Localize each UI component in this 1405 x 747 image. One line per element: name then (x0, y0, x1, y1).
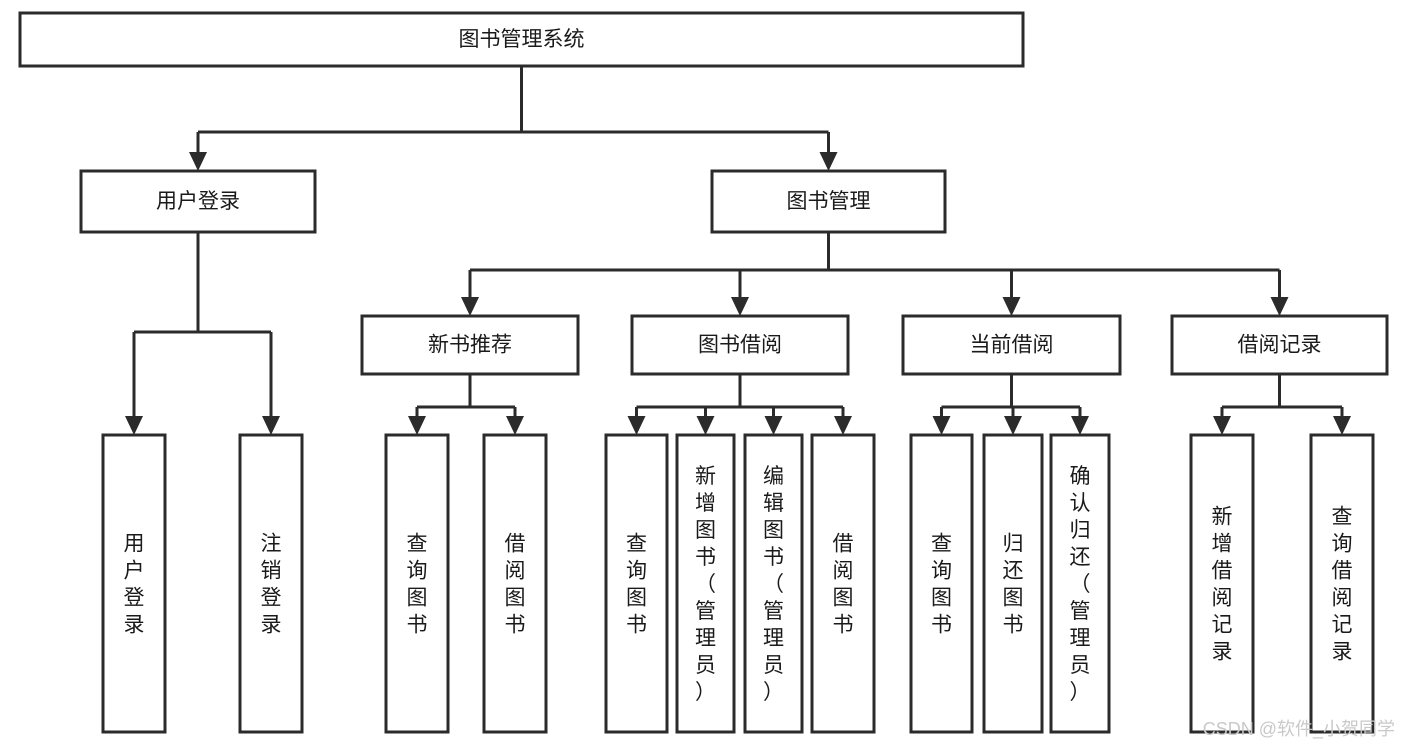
node-leaf-query-record-box (1309, 433, 1375, 734)
node-leaf-logout-label: 注销登录 (261, 533, 282, 637)
conn-new-book-recommend-arrow-1 (506, 416, 524, 435)
node-leaf-logout-box (238, 433, 304, 734)
node-user-login-box (79, 169, 317, 234)
node-leaf-add-book-box (675, 433, 736, 734)
conn-book-management-arrow-0 (461, 297, 479, 316)
node-root-label: 图书管理系统 (459, 28, 585, 51)
conn-current-borrow-arrow-0 (932, 416, 951, 435)
conn-new-book-recommend-arrow-0 (408, 416, 426, 435)
node-leaf-add-book-label: 新增图书（管理员） (695, 465, 716, 704)
conn-book-borrow-arrow-0 (627, 416, 646, 435)
node-borrow-record-label: 借阅记录 (1238, 334, 1322, 357)
conn-user-login-arrow-0 (125, 416, 143, 435)
conn-book-borrow-arrow-3 (834, 416, 852, 435)
node-root-box (18, 11, 1025, 68)
node-leaf-borrow-book-box (810, 433, 876, 734)
node-leaf-query-book-current[interactable]: 查询图书 (909, 433, 974, 734)
node-leaf-query-book-recommend[interactable]: 查询图书 (384, 433, 450, 734)
node-leaf-query-book-current-box (909, 433, 974, 734)
node-leaf-return-book[interactable]: 归还图书 (982, 433, 1044, 734)
conn-book-management-arrow-3 (1270, 297, 1289, 316)
node-leaf-borrow-book-recommend-label: 借阅图书 (505, 533, 526, 637)
node-leaf-return-book-box (982, 433, 1044, 734)
node-current-borrow-label: 当前借阅 (970, 334, 1054, 357)
node-leaf-borrow-book-recommend[interactable]: 借阅图书 (482, 433, 548, 734)
conn-book-management-arrow-1 (731, 297, 749, 316)
node-leaf-add-record[interactable]: 新增借阅记录 (1189, 433, 1255, 734)
node-new-book-recommend-label: 新书推荐 (428, 334, 512, 357)
node-leaf-query-book-borrow-box (604, 433, 669, 734)
node-new-book-recommend[interactable]: 新书推荐 (360, 314, 580, 376)
conn-user-login-arrow-1 (262, 416, 280, 435)
node-leaf-edit-book-box (743, 433, 804, 734)
nodes-layer: 图书管理系统用户登录图书管理新书推荐图书借阅当前借阅借阅记录用户登录注销登录查询… (18, 11, 1389, 734)
node-leaf-add-record-label: 新增借阅记录 (1212, 506, 1233, 664)
node-leaf-query-record-label: 查询借阅记录 (1332, 506, 1353, 664)
node-book-borrow-label: 图书借阅 (698, 334, 782, 357)
node-leaf-return-book-label: 归还图书 (1003, 533, 1024, 637)
node-leaf-add-record-box (1189, 433, 1255, 734)
node-new-book-recommend-box (360, 314, 580, 376)
node-leaf-query-book-borrow-label: 查询图书 (626, 533, 647, 637)
node-user-login-label: 用户登录 (156, 190, 240, 213)
node-current-borrow[interactable]: 当前借阅 (901, 314, 1122, 376)
node-book-borrow[interactable]: 图书借阅 (630, 314, 850, 376)
node-leaf-user-login-label: 用户登录 (124, 533, 145, 637)
conn-root-arrow-1 (819, 152, 838, 171)
conn-current-borrow-arrow-1 (1004, 416, 1022, 435)
node-book-management-label: 图书管理 (787, 190, 871, 213)
node-leaf-borrow-book[interactable]: 借阅图书 (810, 433, 876, 734)
node-leaf-query-book-recommend-box (384, 433, 450, 734)
node-leaf-user-login-box (101, 433, 167, 734)
node-current-borrow-box (901, 314, 1122, 376)
node-book-management[interactable]: 图书管理 (710, 169, 947, 234)
node-leaf-logout[interactable]: 注销登录 (238, 433, 304, 734)
node-leaf-add-book[interactable]: 新增图书（管理员） (675, 433, 736, 734)
node-leaf-edit-book[interactable]: 编辑图书（管理员） (743, 433, 804, 734)
conn-book-borrow-arrow-1 (696, 416, 715, 435)
conn-borrow-record-arrow-1 (1333, 416, 1351, 435)
node-leaf-query-book-current-label: 查询图书 (931, 533, 952, 637)
conn-borrow-record-arrow-0 (1213, 416, 1231, 435)
node-borrow-record[interactable]: 借阅记录 (1170, 314, 1389, 376)
conn-book-management-arrow-2 (1002, 297, 1021, 316)
node-leaf-edit-book-label: 编辑图书（管理员） (763, 465, 784, 704)
node-user-login[interactable]: 用户登录 (79, 169, 317, 234)
node-leaf-query-record[interactable]: 查询借阅记录 (1309, 433, 1375, 734)
conn-book-borrow-arrow-2 (764, 416, 783, 435)
connectors-layer (125, 66, 1351, 435)
node-leaf-confirm-return[interactable]: 确认归还（管理员） (1049, 433, 1111, 734)
node-book-management-box (710, 169, 947, 234)
node-leaf-borrow-book-recommend-box (482, 433, 548, 734)
node-leaf-confirm-return-box (1049, 433, 1111, 734)
conn-root-arrow-0 (189, 152, 207, 171)
node-leaf-confirm-return-label: 确认归还（管理员） (1070, 465, 1091, 704)
node-leaf-user-login[interactable]: 用户登录 (101, 433, 167, 734)
node-book-borrow-box (630, 314, 850, 376)
node-leaf-query-book-recommend-label: 查询图书 (407, 533, 428, 637)
conn-current-borrow-arrow-2 (1071, 416, 1089, 435)
node-leaf-borrow-book-label: 借阅图书 (833, 533, 854, 637)
node-root[interactable]: 图书管理系统 (18, 11, 1025, 68)
node-borrow-record-box (1170, 314, 1389, 376)
node-leaf-query-book-borrow[interactable]: 查询图书 (604, 433, 669, 734)
